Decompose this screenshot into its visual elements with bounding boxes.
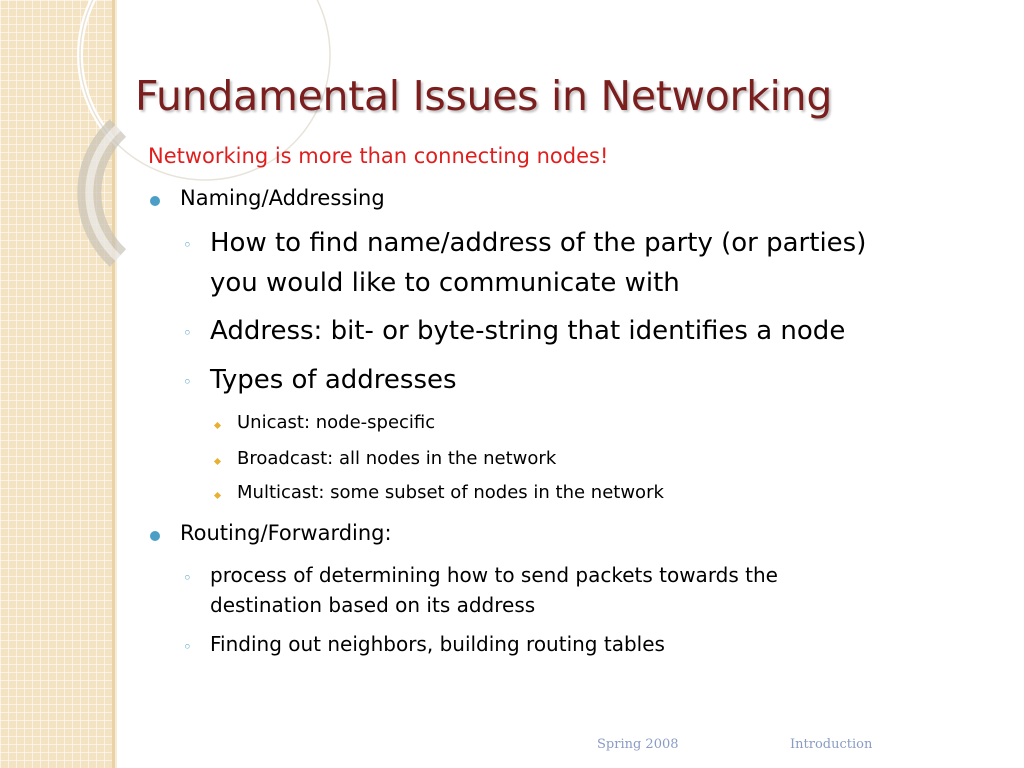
sub-sub-item-multicast: Multicast: some subset of nodes in the n… bbox=[237, 482, 664, 503]
ring-bullet-icon: ◦ bbox=[183, 373, 192, 391]
sub-sub-item-unicast: Unicast: node-specific bbox=[237, 412, 436, 433]
sub-item-find-name-line2: you would like to communicate with bbox=[210, 268, 680, 298]
ring-bullet-icon: ◦ bbox=[183, 236, 192, 254]
list-item-naming: Naming/Addressing bbox=[180, 186, 385, 210]
ring-bullet-icon: ◦ bbox=[183, 638, 192, 656]
sub-item-find-name-line1: How to find name/address of the party (o… bbox=[210, 228, 867, 258]
slide-subtitle: Networking is more than connecting nodes… bbox=[148, 144, 609, 168]
decorative-circles bbox=[77, 0, 333, 267]
list-item-routing: Routing/Forwarding: bbox=[180, 521, 392, 545]
small-bullet-icon bbox=[213, 421, 222, 430]
ring-bullet-icon: ◦ bbox=[183, 324, 192, 342]
footer-section: Introduction bbox=[790, 737, 873, 752]
bullet-dot-icon bbox=[150, 196, 160, 206]
footer-date: Spring 2008 bbox=[597, 737, 679, 752]
small-bullet-icon bbox=[213, 457, 222, 466]
sub-sub-item-broadcast: Broadcast: all nodes in the network bbox=[237, 448, 557, 469]
sub-item-address: Address: bit- or byte-string that identi… bbox=[210, 316, 846, 346]
side-band-edge bbox=[112, 0, 115, 768]
small-bullet-icon bbox=[213, 491, 222, 500]
slide-title: Fundamental Issues in Networking bbox=[135, 72, 833, 120]
sub-item-neighbors: Finding out neighbors, building routing … bbox=[210, 632, 665, 656]
sub-item-process-line2: destination based on its address bbox=[210, 593, 536, 617]
ring-bullet-icon: ◦ bbox=[183, 569, 192, 587]
sub-item-process-line1: process of determining how to send packe… bbox=[210, 563, 778, 587]
bullet-dot-icon bbox=[150, 531, 160, 541]
side-band-edge-highlight bbox=[115, 0, 117, 768]
sub-item-types: Types of addresses bbox=[210, 365, 457, 395]
decorative-side-band bbox=[0, 0, 112, 768]
